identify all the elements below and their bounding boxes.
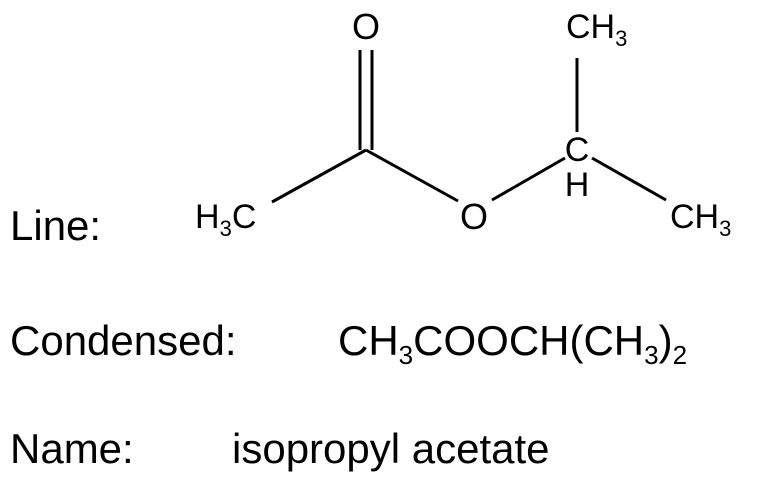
ch-hydrogen-atom: H	[565, 166, 590, 204]
ch-carbon-atom: C	[565, 131, 590, 169]
carbonyl-oxygen-atom: O	[352, 6, 380, 47]
compound-name: isopropyl acetate	[232, 425, 550, 472]
condensed-formula: CH3COOCH(CH3)2	[338, 317, 688, 371]
condensed-label: Condensed:	[10, 317, 237, 364]
ch-right-methyl-bond	[591, 156, 667, 202]
methyl-carbonyl-bond	[271, 148, 367, 204]
carbonyl-oxygen-bond	[365, 148, 459, 203]
right-methyl-group: CH3	[670, 198, 731, 241]
line-label: Line:	[10, 202, 102, 249]
oxygen-ch-bond	[491, 156, 566, 202]
name-label: Name:	[10, 425, 134, 472]
top-methyl-group: CH3	[566, 8, 627, 51]
ester-oxygen-atom: O	[460, 196, 488, 237]
left-methyl-group: H3C	[195, 198, 256, 241]
